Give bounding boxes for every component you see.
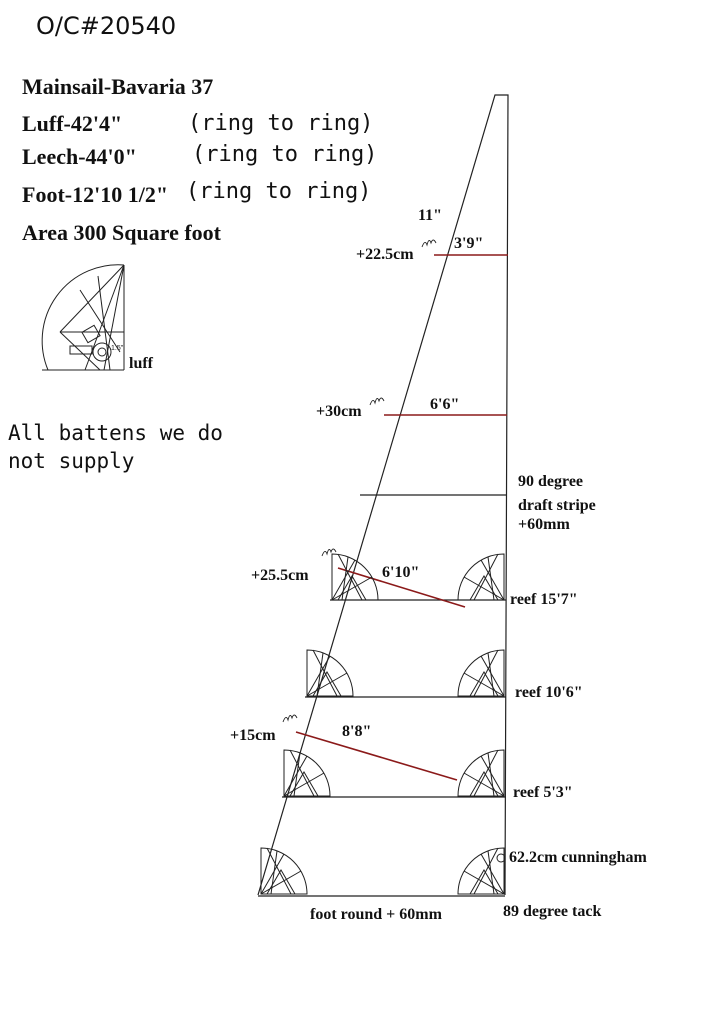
reef-patch-luff-2 (306, 649, 354, 697)
batten-1-length: 3'9" (454, 235, 484, 252)
luff-mark-4-icon (282, 714, 298, 723)
reef-patch-leech-1 (457, 553, 505, 601)
batten-1-offset: +22.5cm (356, 246, 414, 263)
battens-note-line1: All battens we do (8, 421, 223, 445)
leech-note: (ring to ring) (192, 142, 378, 167)
reef-1-label: reef 15'7" (510, 591, 578, 608)
battens-note-line2: not supply (8, 449, 135, 473)
tack-patch (260, 847, 308, 895)
order-number: O/C#20540 (36, 12, 177, 40)
sail-title: Mainsail-Bavaria 37 (22, 74, 214, 99)
batten-4-offset: +15cm (230, 727, 276, 744)
headboard-width-label: 11" (418, 207, 442, 224)
luff-mark-2-icon (369, 397, 385, 406)
reef-patch-luff-1 (331, 553, 379, 601)
inset-angle-label: 1.5" (111, 345, 124, 352)
batten-3-offset: +25.5cm (251, 567, 309, 584)
draft-stripe-line2: draft stripe (518, 497, 596, 514)
batten-4-length: 8'8" (342, 723, 372, 740)
luff-note: (ring to ring) (188, 111, 374, 136)
foot-round-label: foot round + 60mm (310, 906, 442, 923)
draft-stripe-line1: 90 degree (518, 473, 584, 490)
reef-patch-leech-2 (457, 649, 505, 697)
tack-angle-label: 89 degree tack (503, 903, 602, 920)
cunningham-ring-icon (496, 853, 506, 863)
batten-2-offset: +30cm (316, 403, 362, 420)
batten-3-line (337, 567, 466, 608)
batten-2-length: 6'6" (430, 396, 460, 413)
reef-patch-leech-3 (457, 749, 505, 797)
foot-length: Foot-12'10 1/2" (22, 182, 169, 207)
reef-2-label: reef 10'6" (515, 684, 583, 701)
batten-3-length: 6'10" (382, 564, 420, 581)
draft-stripe-line3: +60mm (518, 516, 570, 533)
sail-area: Area 300 Square foot (22, 220, 222, 245)
luff-length: Luff-42'4" (22, 111, 123, 136)
inset-luff-label: luff (129, 355, 154, 372)
luff-mark-3-icon (321, 548, 337, 557)
headboard-inset (41, 264, 125, 371)
foot-note: (ring to ring) (186, 179, 372, 204)
clew-patch (457, 847, 505, 895)
cunningham-label: 62.2cm cunningham (509, 849, 647, 866)
batten-4-line (295, 731, 458, 781)
reef-3-label: reef 5'3" (513, 784, 573, 801)
reef-patch-luff-3 (283, 749, 331, 797)
luff-mark-1-icon (421, 239, 437, 248)
leech-length: Leech-44'0" (22, 144, 137, 169)
